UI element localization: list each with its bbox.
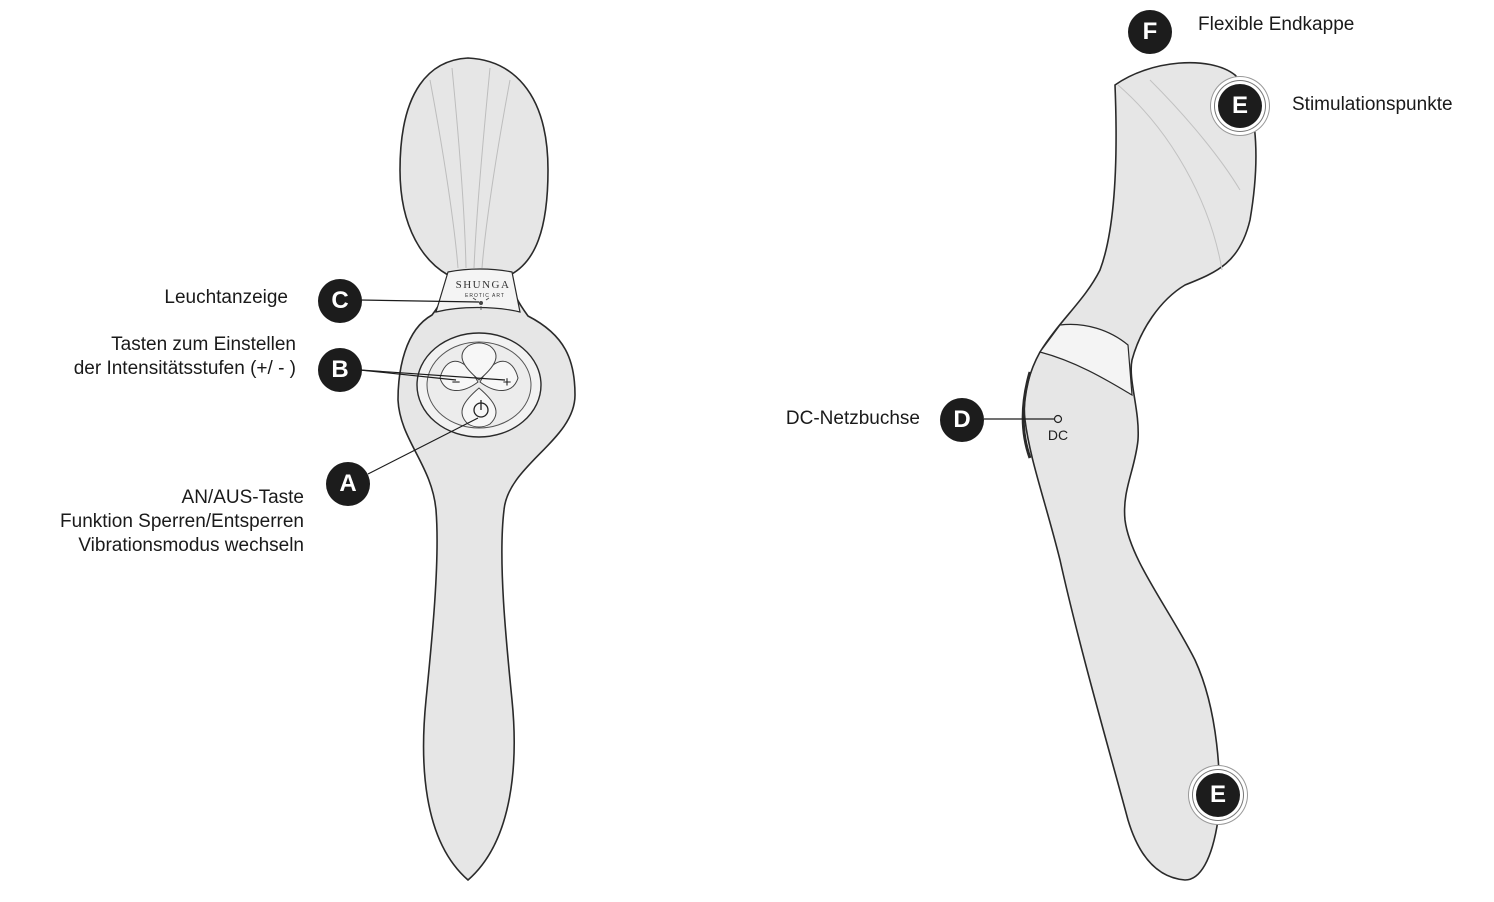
marker-d: D	[940, 398, 984, 442]
plus-symbol: +	[503, 374, 512, 391]
front-view-device: − + SHUNGA EROTIC ART	[360, 58, 575, 880]
marker-e-top: E	[1218, 84, 1262, 128]
label-onoff-line3: Vibrationsmodus wechseln	[78, 534, 304, 558]
front-device-body	[398, 58, 575, 880]
label-stimulationspunkte: Stimulationspunkte	[1292, 93, 1453, 117]
marker-b: B	[318, 348, 362, 392]
brand-logo-text: SHUNGA	[456, 279, 511, 291]
label-onoff-line1: AN/AUS-Taste	[182, 486, 304, 510]
marker-a: A	[326, 462, 370, 506]
marker-f: F	[1128, 10, 1172, 54]
dc-port-label: DC	[1048, 427, 1068, 443]
marker-e-bottom: E	[1196, 773, 1240, 817]
side-device-body	[1024, 63, 1256, 880]
side-view-device: DC	[984, 63, 1256, 880]
marker-c: C	[318, 279, 362, 323]
label-onoff-line2: Funktion Sperren/Entsperren	[60, 510, 304, 534]
label-dc-netzbuchse: DC-Netzbuchse	[786, 407, 920, 431]
label-leuchtanzeige: Leuchtanzeige	[164, 286, 288, 310]
label-tasten-line2: der Intensitätsstufen (+/ - )	[74, 357, 296, 381]
label-flexible-endkappe: Flexible Endkappe	[1198, 13, 1354, 37]
brand-logo-subtext: EROTIC ART	[465, 293, 505, 299]
label-tasten-line1: Tasten zum Einstellen	[111, 333, 296, 357]
